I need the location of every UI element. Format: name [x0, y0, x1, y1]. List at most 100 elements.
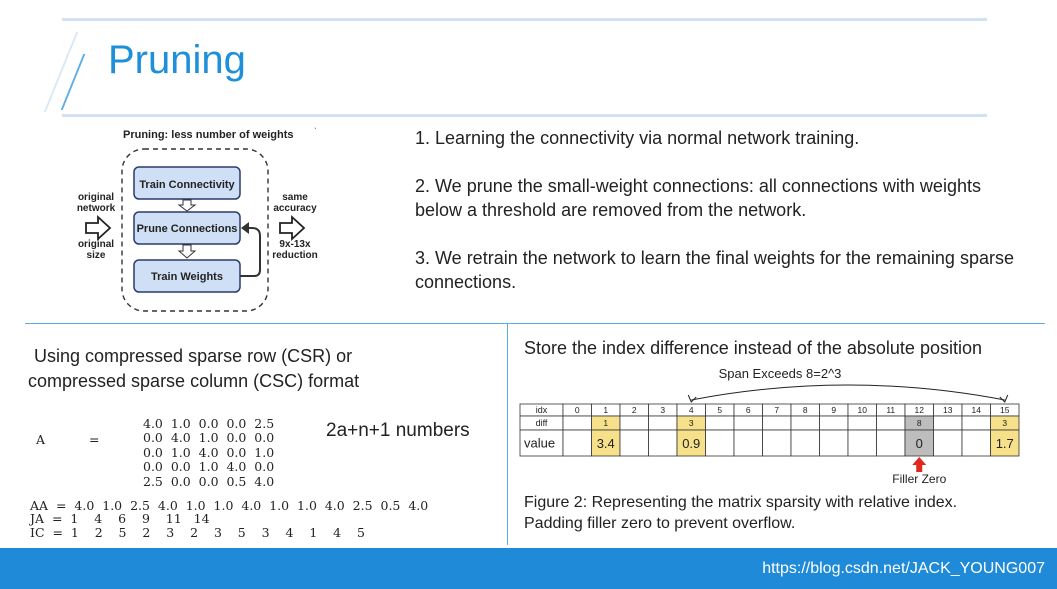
diff-cell — [790, 415, 820, 431]
idx-cell-label: 6 — [746, 405, 751, 415]
value-cell-label: 1.7 — [996, 436, 1014, 451]
column-divider — [507, 323, 508, 545]
diff-cell-label: 3 — [689, 418, 694, 428]
label-original-size-2: size — [87, 250, 106, 261]
value-cell — [876, 429, 906, 457]
box-prune-connections-label: Prune Connections — [137, 223, 238, 235]
idx-cell-label: 3 — [660, 405, 665, 415]
box-train-weights-label: Train Weights — [151, 271, 223, 283]
loop-arrow-icon — [240, 227, 261, 277]
section-divider — [25, 323, 1045, 324]
slide-title: Pruning — [108, 38, 246, 82]
loop-arrowhead-icon — [241, 222, 249, 234]
diff-cell-label: 3 — [1002, 418, 1007, 428]
csr-title: Using compressed sparse row (CSR) or com… — [28, 344, 498, 394]
value-cell — [847, 429, 877, 457]
decorative-slash — [43, 32, 79, 112]
box-prune-connections — [133, 211, 241, 245]
label-reduction-2: reduction — [272, 250, 318, 261]
box-train-connectivity — [133, 166, 241, 200]
idx-cell-label: 14 — [972, 405, 982, 415]
value-cell — [733, 429, 763, 457]
value-cell — [933, 429, 963, 457]
idx-cell-label: 1 — [603, 405, 608, 415]
span-arc — [691, 384, 1005, 401]
label-same-accuracy-2: accuracy — [273, 203, 317, 214]
diagram-heading: Pruning: less number of weights — [123, 129, 294, 141]
array-aa: AA = 4.0 1.0 2.5 4.0 1.0 1.0 4.0 1.0 1.0… — [30, 497, 429, 513]
matrix-equals: = — [89, 432, 100, 447]
matrix-name: A — [36, 432, 46, 447]
diff-cell-label: 8 — [917, 418, 922, 428]
idx-cell-label: 10 — [858, 405, 868, 415]
figure-caption-line-1: Figure 2: Representing the matrix sparsi… — [524, 494, 958, 511]
value-cell — [648, 429, 678, 457]
matrix-row: 0.0 0.0 1.0 4.0 0.0 — [143, 459, 275, 475]
filler-zero-label: Filler Zero — [892, 472, 946, 486]
index-diff-title: Store the index difference instead of th… — [524, 338, 982, 358]
value-cell — [819, 429, 849, 457]
value-cell-label: 3.4 — [597, 436, 615, 451]
value-cell — [762, 429, 792, 457]
idx-cell-label: 13 — [943, 405, 953, 415]
value-cell — [790, 429, 820, 457]
span-arrowhead-icon — [687, 394, 697, 403]
value-cell-label: 0.9 — [682, 436, 700, 451]
idx-cell-label: 0 — [575, 405, 580, 415]
idx-cell-label: 5 — [717, 405, 722, 415]
diff-cell — [961, 415, 991, 431]
diff-cell — [733, 415, 763, 431]
array-ja: JA = 1 4 6 9 11 14 — [30, 511, 210, 526]
diff-cell — [648, 415, 678, 431]
label-reduction-1: 9x-13x — [279, 239, 311, 250]
idx-cell-label: 8 — [803, 405, 808, 415]
watermark: https://blog.csdn.net/JACK_YOUNG007 — [762, 560, 1045, 577]
value-cell — [619, 429, 649, 457]
diff-cell — [562, 415, 592, 431]
value-cell — [990, 429, 1020, 457]
label-original-network-2: network — [77, 203, 116, 214]
diff-cell-label: 1 — [603, 418, 608, 428]
idx-cell-label: 9 — [831, 405, 836, 415]
diff-cell — [762, 415, 792, 431]
array-ic: IC = 1 2 5 2 3 2 3 5 3 4 1 4 5 — [30, 524, 365, 540]
idx-cell-label: 7 — [774, 405, 779, 415]
matrix-row: 2.5 0.0 0.0 0.5 4.0 — [143, 473, 275, 489]
idx-cell-label: 15 — [1000, 405, 1010, 415]
down-arrow-icon — [177, 199, 197, 212]
csr-title-line-1: Using compressed sparse row (CSR) or — [34, 346, 353, 366]
top-rule — [62, 18, 987, 21]
diff-cell — [933, 415, 963, 431]
diff-cell — [876, 415, 906, 431]
value-cell — [961, 429, 991, 457]
row-label: diff — [536, 418, 548, 428]
matrix-row: 4.0 1.0 0.0 0.0 2.5 — [143, 415, 275, 431]
row-label: idx — [536, 405, 548, 415]
label-same-accuracy-1: same — [282, 192, 308, 203]
bottom-bar — [0, 548, 1057, 589]
filler-arrow-icon — [912, 457, 927, 472]
span-arrowhead-icon — [999, 394, 1009, 403]
matrix-row: 0.0 4.0 1.0 0.0 0.0 — [143, 430, 275, 446]
label-original-network-1: original — [78, 192, 114, 203]
down-arrow-icon — [177, 244, 197, 259]
idx-cell-label: 11 — [886, 405, 895, 415]
diff-cell — [705, 415, 735, 431]
diff-cell — [819, 415, 849, 431]
step-1: 1. Learning the connectivity via normal … — [415, 128, 860, 148]
idx-cell-label: 2 — [632, 405, 637, 415]
value-cell — [705, 429, 735, 457]
value-cell — [591, 429, 621, 457]
figure-caption-line-2: Padding filler zero to prevent overflow. — [524, 515, 796, 532]
step-3: 3. We retrain the network to learn the f… — [415, 248, 1014, 292]
pruning-diagram: Pruning: less number of weights ˎ Train … — [66, 118, 406, 318]
matrix-row: 0.0 1.0 4.0 0.0 1.0 — [143, 444, 275, 460]
diff-cell — [847, 415, 877, 431]
value-cell-label: 0 — [916, 436, 923, 451]
figure-caption: Figure 2: Representing the matrix sparsi… — [524, 492, 1044, 534]
label-original-size-1: original — [78, 239, 114, 250]
idx-cell-label: 12 — [915, 405, 925, 415]
